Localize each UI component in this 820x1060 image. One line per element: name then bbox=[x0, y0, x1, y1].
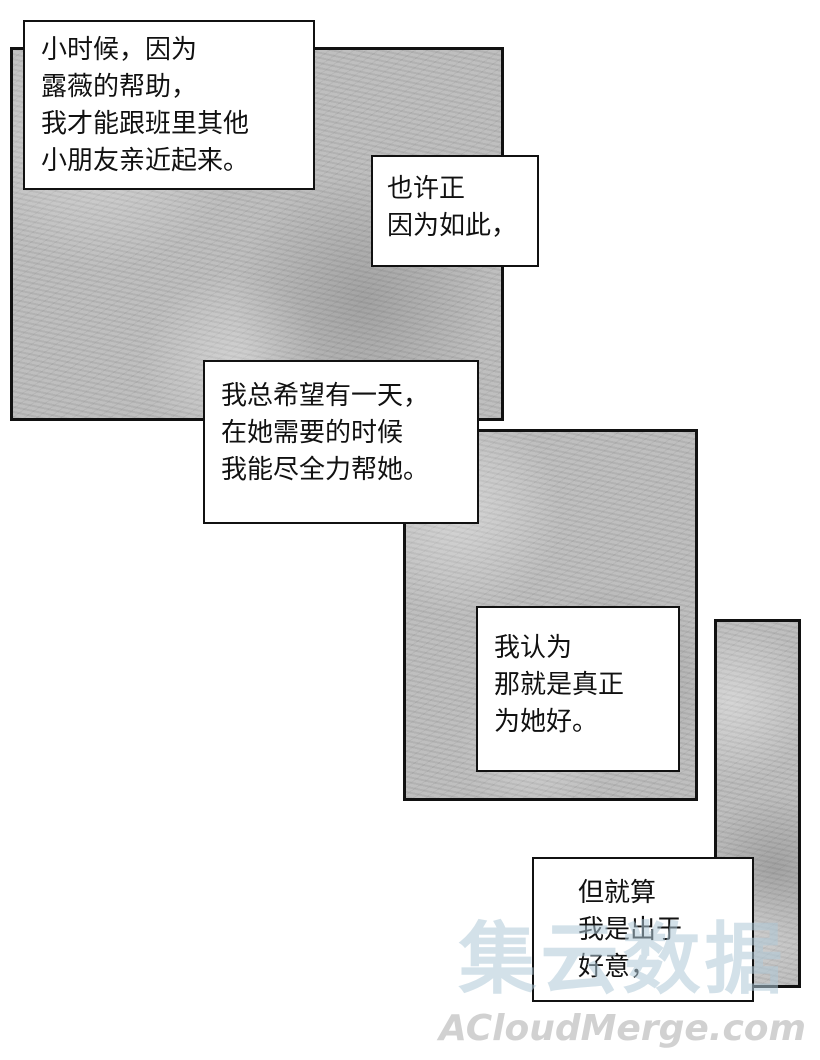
caption-box-5: 但就算 我是出于 好意， bbox=[532, 857, 754, 1002]
caption-line: 小时候，因为 bbox=[41, 35, 198, 65]
caption-box-4: 我认为 那就是真正 为她好。 bbox=[476, 606, 680, 772]
caption-line: 也许正 bbox=[387, 174, 466, 204]
caption-line: 我能尽全力帮她。 bbox=[221, 455, 430, 485]
caption-line: 那就是真正 bbox=[494, 670, 625, 700]
caption-line: 为她好。 bbox=[494, 707, 599, 737]
caption-line: 因为如此， bbox=[387, 211, 518, 241]
caption-line: 我认为 bbox=[494, 633, 573, 663]
caption-box-1: 小时候，因为 露薇的帮助， 我才能跟班里其他 小朋友亲近起来。 bbox=[23, 20, 315, 190]
caption-line: 小朋友亲近起来。 bbox=[41, 146, 250, 176]
watermark-url-text: ACloudMerge.com bbox=[438, 1008, 807, 1049]
caption-box-3: 我总希望有一天， 在她需要的时候 我能尽全力帮她。 bbox=[203, 360, 479, 524]
caption-box-2: 也许正 因为如此， bbox=[371, 155, 539, 267]
caption-line: 在她需要的时候 bbox=[221, 418, 404, 448]
caption-line: 但就算 bbox=[578, 878, 657, 908]
caption-line: 我总希望有一天， bbox=[221, 381, 430, 411]
caption-line: 我是出于 bbox=[578, 915, 683, 945]
caption-line: 好意， bbox=[578, 952, 657, 982]
caption-line: 我才能跟班里其他 bbox=[41, 109, 250, 139]
caption-line: 露薇的帮助， bbox=[41, 72, 198, 102]
